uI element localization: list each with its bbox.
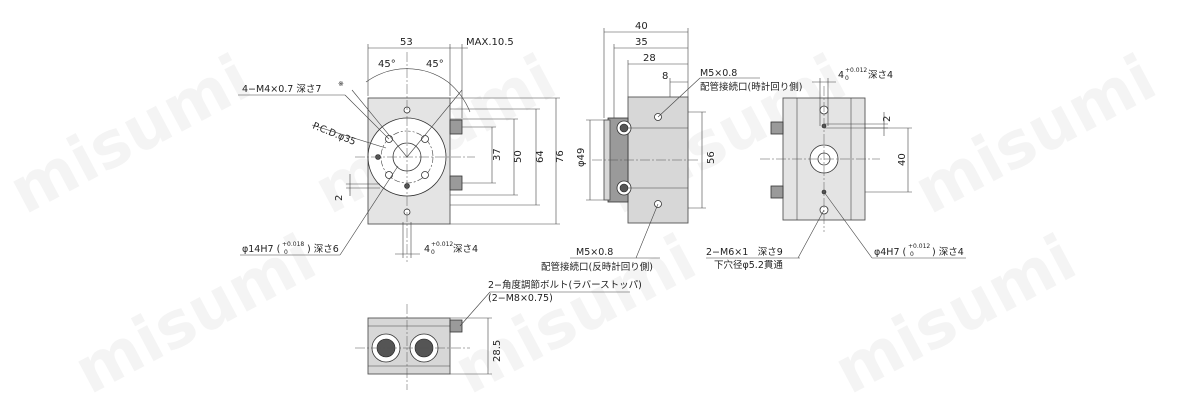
side-dim-35: 35 [635, 37, 648, 48]
front-dim-50: 50 [513, 150, 524, 163]
side-port-bottom-line2: 配管接続口(反時計回り側) [541, 261, 653, 273]
front-angle-left: 45° [378, 59, 396, 70]
front-tap-hole-2 [421, 135, 429, 143]
rear-slot-prefix: 4 [838, 70, 844, 81]
front-bore-tol-upper: +0.018 [282, 241, 304, 248]
front-slot-suffix: 深さ4 [453, 244, 478, 255]
front-dim-64: 64 [535, 150, 546, 163]
side-port-top-line1: M5×0.8 [700, 68, 737, 79]
side-port-top-line2: 配管接続口(時計回り側) [700, 81, 802, 93]
rear-pin-tol-lower: 0 [910, 251, 914, 258]
front-slot-prefix: 4 [424, 244, 430, 255]
side-port-bottom-inner [619, 183, 629, 193]
rear-tap-line1: 2−M6×1 深さ9 [706, 247, 783, 258]
rear-bolt-bottom [770, 185, 784, 199]
rear-pin-prefix: φ4H7 ( [874, 247, 906, 258]
rear-pin-suffix: ) 深さ4 [932, 247, 964, 258]
side-dim-28: 28 [643, 53, 656, 64]
bottom-dim-28-5: 28.5 [492, 340, 503, 362]
front-tap-note-sup: ※ [338, 80, 344, 88]
rear-tap-line2: 下穴径φ5.2貫通 [714, 259, 783, 271]
side-dim-56: 56 [706, 151, 717, 164]
rear-slot-tol-lower: 0 [845, 75, 849, 82]
rear-dim-40: 40 [897, 153, 908, 166]
side-dim-phi49: φ49 [576, 148, 587, 167]
watermark-text-1: misumi [0, 41, 263, 229]
front-dim-2: 2 [334, 195, 345, 201]
front-slot-tol-upper: +0.012 [431, 241, 453, 248]
watermark-text-4: misumi [903, 41, 1168, 229]
front-pcd: P.C.D.φ35 [311, 121, 357, 148]
rear-slot-suffix: 深さ4 [868, 70, 893, 81]
watermark-text-5: misumi [63, 221, 328, 400]
front-dim-53: 53 [400, 37, 413, 48]
bottom-bolt [449, 319, 463, 333]
front-bolt-top [449, 119, 463, 135]
side-dim-40: 40 [635, 21, 648, 32]
front-tap-note: 4−M4×0.7 深さ7 [242, 84, 321, 95]
front-bore-note: φ14H7 ( [242, 244, 280, 255]
front-bore-tol-lower: 0 [284, 249, 288, 256]
front-bore-suffix: ) 深さ6 [307, 244, 339, 255]
side-port-bottom-line1: M5×0.8 [576, 247, 613, 258]
front-angle-right: 45° [426, 59, 444, 70]
front-tap-hole-3 [385, 171, 393, 179]
front-dim-37: 37 [492, 148, 503, 161]
side-port-top-inner [619, 123, 629, 133]
rear-bolt-top [770, 121, 784, 135]
rear-pin-tol-upper: +0.012 [908, 243, 930, 250]
rear-slot-tol-upper: +0.012 [845, 67, 867, 74]
watermark: misumi misumi misumi misumi misumi misum… [0, 41, 1168, 400]
side-dim-8: 8 [662, 71, 668, 82]
bottom-bolt-line2: (2−M8×0.75) [488, 293, 553, 304]
bottom-bolt-line1: 2−角度調節ボルト(ラバーストッパ) [488, 279, 642, 291]
front-slot-tol-lower: 0 [431, 249, 435, 256]
rear-view: 4 +0.012 0 深さ4 2 40 2−M6×1 深さ9 下穴径φ5.2貫通… [706, 67, 966, 271]
bottom-view: 2−角度調節ボルト(ラバーストッパ) (2−M8×0.75) 28.5 [355, 279, 642, 390]
side-view: 40 35 28 8 M5×0.8 配管接続口(時計回り側) φ49 56 M5… [541, 21, 802, 273]
front-dim-76: 76 [555, 150, 566, 163]
front-bolt-bottom [449, 175, 463, 191]
front-tap-hole-4 [421, 171, 429, 179]
front-dim-max: MAX.10.5 [466, 37, 514, 48]
rear-dim-2: 2 [882, 116, 893, 122]
